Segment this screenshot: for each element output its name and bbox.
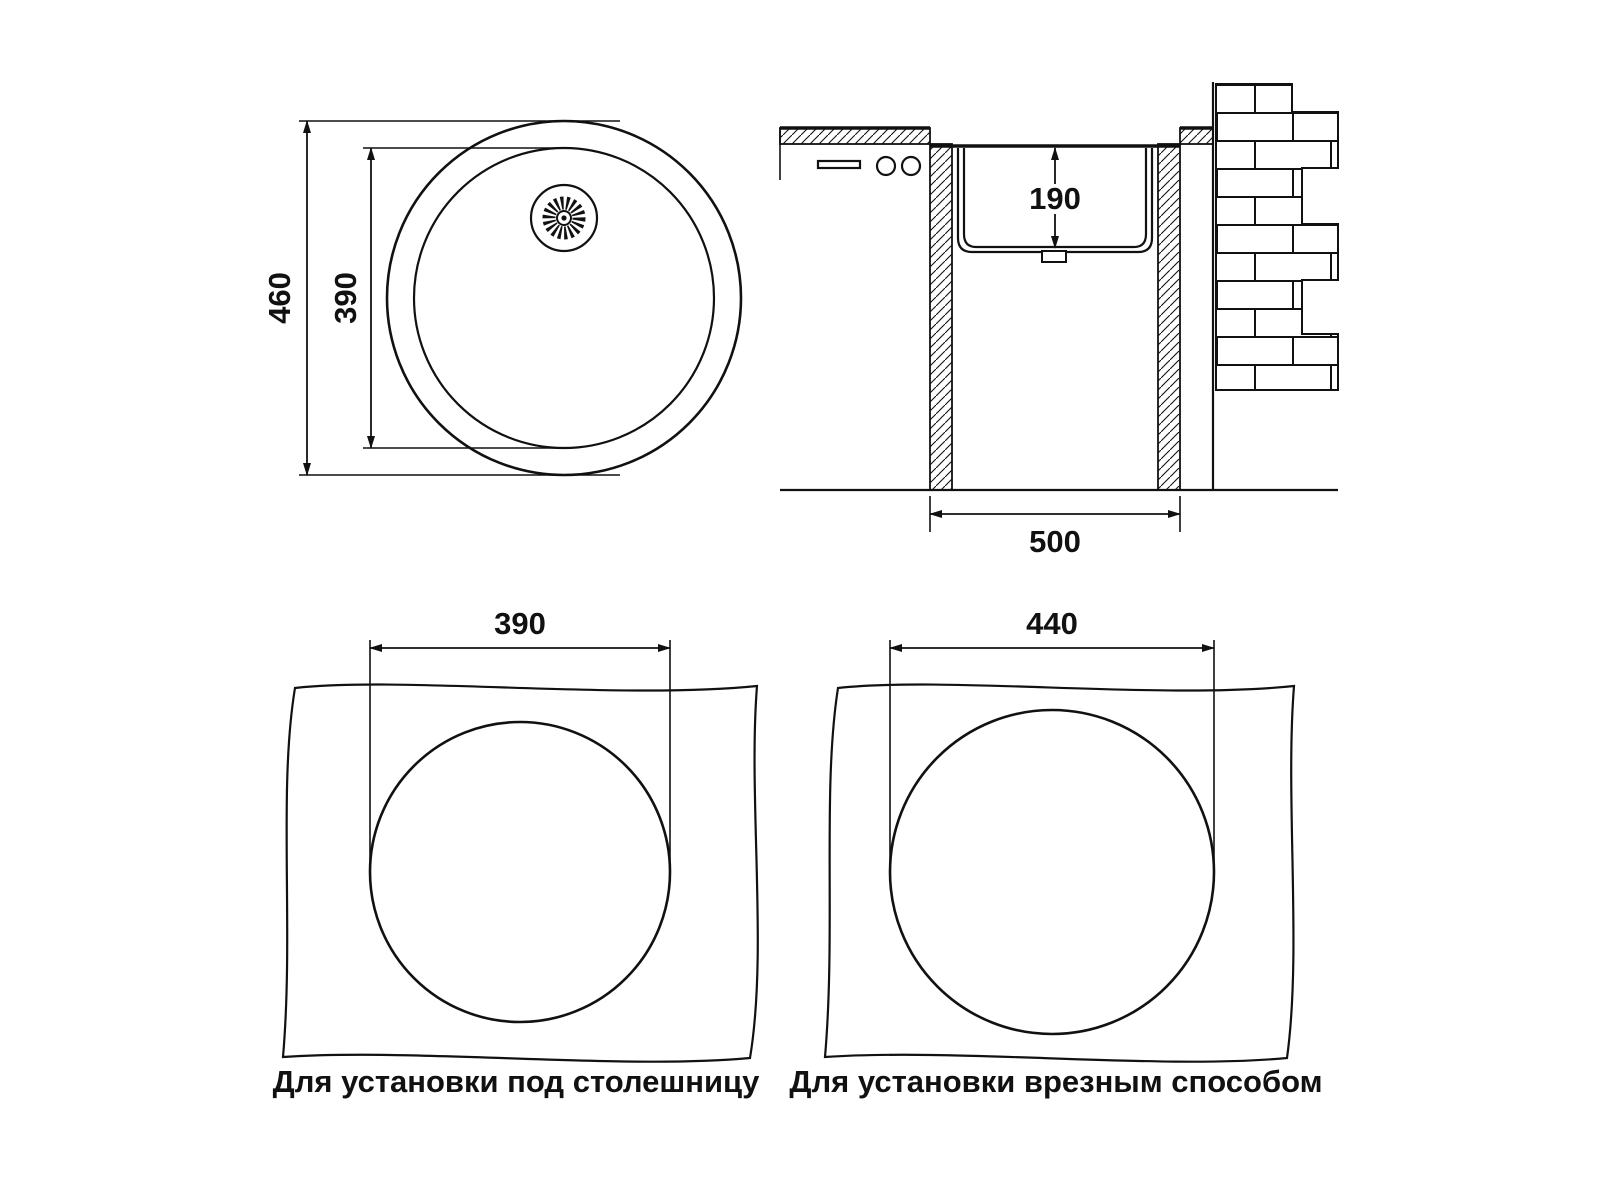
dim-label-inner-diameter: 390 [328, 272, 363, 324]
top-view: 460 390 [262, 119, 743, 477]
dim-label-width: 500 [1029, 524, 1081, 559]
dim-label-outer-diameter: 460 [262, 272, 297, 324]
panel-outline-left [281, 683, 759, 1063]
dim-label-cutout-390: 390 [494, 606, 546, 641]
countertop-left-slab [779, 127, 931, 145]
caption-inset-method: Для установки врезным способом [789, 1064, 1322, 1099]
countertop-right-slab [1179, 127, 1214, 145]
knob-left-icon [875, 155, 897, 177]
drain-icon [529, 183, 599, 253]
cutout-template-inset: 440 Для установки врезным способом [789, 606, 1322, 1099]
drawer-handle-icon [816, 159, 862, 170]
dim-label-depth: 190 [1029, 181, 1081, 216]
drain-center-dot [561, 215, 567, 221]
drain-stub [1041, 250, 1067, 263]
section-view: 190 500 [779, 82, 1339, 559]
drain-grate-spokes [542, 196, 586, 240]
drain-outer-ring [529, 183, 599, 253]
caption-under-countertop: Для установки под столешницу [273, 1064, 760, 1099]
panel-outline-right [823, 683, 1296, 1063]
knob-right-icon [900, 155, 922, 177]
cutout-template-under-countertop: 390 Для установки под столешницу [273, 606, 760, 1099]
cabinet-left-wall [929, 143, 953, 491]
cabinet-right-wall [1157, 143, 1181, 491]
brick-wall [1215, 83, 1339, 391]
dim-label-cutout-440: 440 [1026, 606, 1078, 641]
